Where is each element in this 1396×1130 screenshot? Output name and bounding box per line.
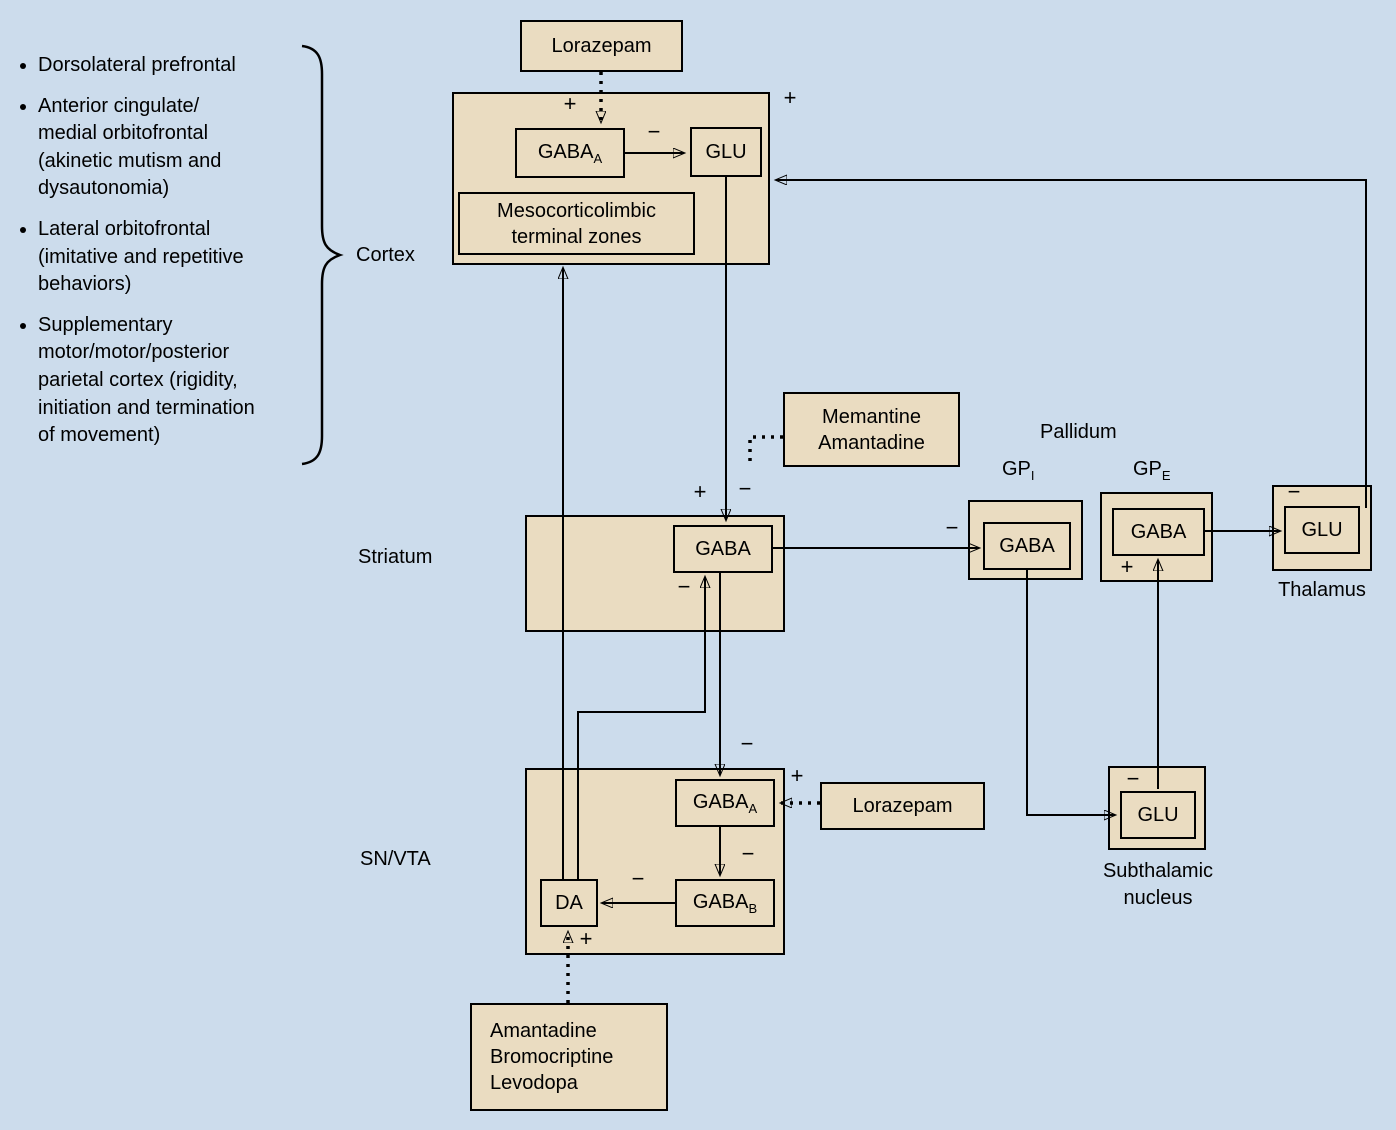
memantine-amantadine-label: Memantine Amantadine [818,405,925,454]
gpe-gaba-label: GABA [1130,521,1187,543]
snvta-gabaa-label: GABA [692,790,749,813]
snvta-da-label: DA [555,892,583,914]
snvta-gabaa-subscript: A [748,800,758,816]
sign-striatum-to-gpi: − [945,515,959,540]
stn-glu-box: GLU [1120,791,1196,839]
striatum-label: Striatum [358,546,433,568]
stn-glu-label: GLU [1137,804,1179,826]
striatum-gaba-label: GABA [695,538,751,560]
mesocorticolimbic-label: Mesocorticolimbic terminal zones [497,199,656,248]
bullet-lateral-orbitofrontal: Lateral orbitofrontal (imitative and rep… [38,216,338,299]
cortex-gabaa-box: GABAA [515,128,625,178]
sign-lorazepam-to-snvta-gabaa: + [790,763,804,788]
striatum-gaba-box: GABA [673,525,773,573]
gpi-gaba-box: GABA [983,522,1071,570]
sign-da-to-striatum: − [677,574,691,599]
lorazepam-snvta-box: Lorazepam [820,782,985,830]
pallidum-label: Pallidum [1040,421,1117,443]
mesocorticolimbic-box: Mesocorticolimbic terminal zones [458,192,695,255]
sign-cortex-gabaa-to-glu: − [647,119,661,144]
sign-stn-to-gpe: + [1120,554,1134,579]
sign-thalamus-to-cortex: + [783,85,797,110]
edge-memantine-to-glu-striatum [748,435,783,467]
da-drugs-box: Amantadine Bromocriptine Levodopa [470,1003,668,1111]
cortex-glu-label: GLU [705,141,747,163]
gpi-label: GPI [1002,458,1035,483]
sign-striatum-to-snvta: − [740,731,754,756]
bullet-dorsolateral: Dorsolateral prefrontal [38,52,338,80]
lorazepam-snvta-label: Lorazepam [852,795,953,817]
cortex-label: Cortex [356,244,415,266]
snvta-gabab-box: GABAB [675,879,775,927]
cortex-glu-box: GLU [690,127,762,177]
snvta-gabab-subscript: B [748,900,758,916]
lorazepam-top-box: Lorazepam [520,20,683,72]
sign-gpi-to-stn: − [1126,766,1140,791]
gpe-label: GPE [1133,458,1171,483]
memantine-amantadine-box: Memantine Amantadine [783,392,960,467]
snvta-da-box: DA [540,879,598,927]
sign-cortex-to-striatum-plus: + [693,479,707,504]
sign-drugs-to-da: + [579,926,593,951]
sign-lorazepam-to-cortex-gabaa: + [563,91,577,116]
sign-cortex-to-striatum-minus: − [738,476,752,501]
bullet-supplementary-motor: Supplementary motor/motor/posterior pari… [38,312,338,450]
snvta-label: SN/VTA [360,848,431,870]
thalamus-label: Thalamus [1278,579,1366,601]
snvta-gabab-label: GABA [692,890,749,913]
da-drugs-label: Amantadine Bromocriptine Levodopa [490,1020,614,1094]
sign-gabab-to-da: − [631,866,645,891]
bullet-anterior-cingulate: Anterior cingulate/ medial orbitofrontal… [38,93,338,203]
sign-gabaa-to-gabab: − [741,841,755,866]
subthalamic-label: Subthalamic nucleus [1102,860,1214,909]
cortex-target-list: Dorsolateral prefrontal Anterior cingula… [16,52,338,463]
sign-gpe-to-thalamus: − [1287,479,1301,504]
thalamus-glu-label: GLU [1301,519,1343,541]
gpe-gaba-box: GABA [1112,508,1205,556]
thalamus-glu-box: GLU [1284,506,1360,554]
edge-gpi-gaba-to-stn-glu [1026,570,1115,815]
snvta-gabaa-box: GABAA [675,779,775,827]
cortex-gabaa-label: GABA [537,140,594,163]
lorazepam-top-label: Lorazepam [551,35,652,57]
gpi-gaba-label: GABA [999,535,1055,557]
cortex-gabaa-subscript: A [593,150,603,166]
